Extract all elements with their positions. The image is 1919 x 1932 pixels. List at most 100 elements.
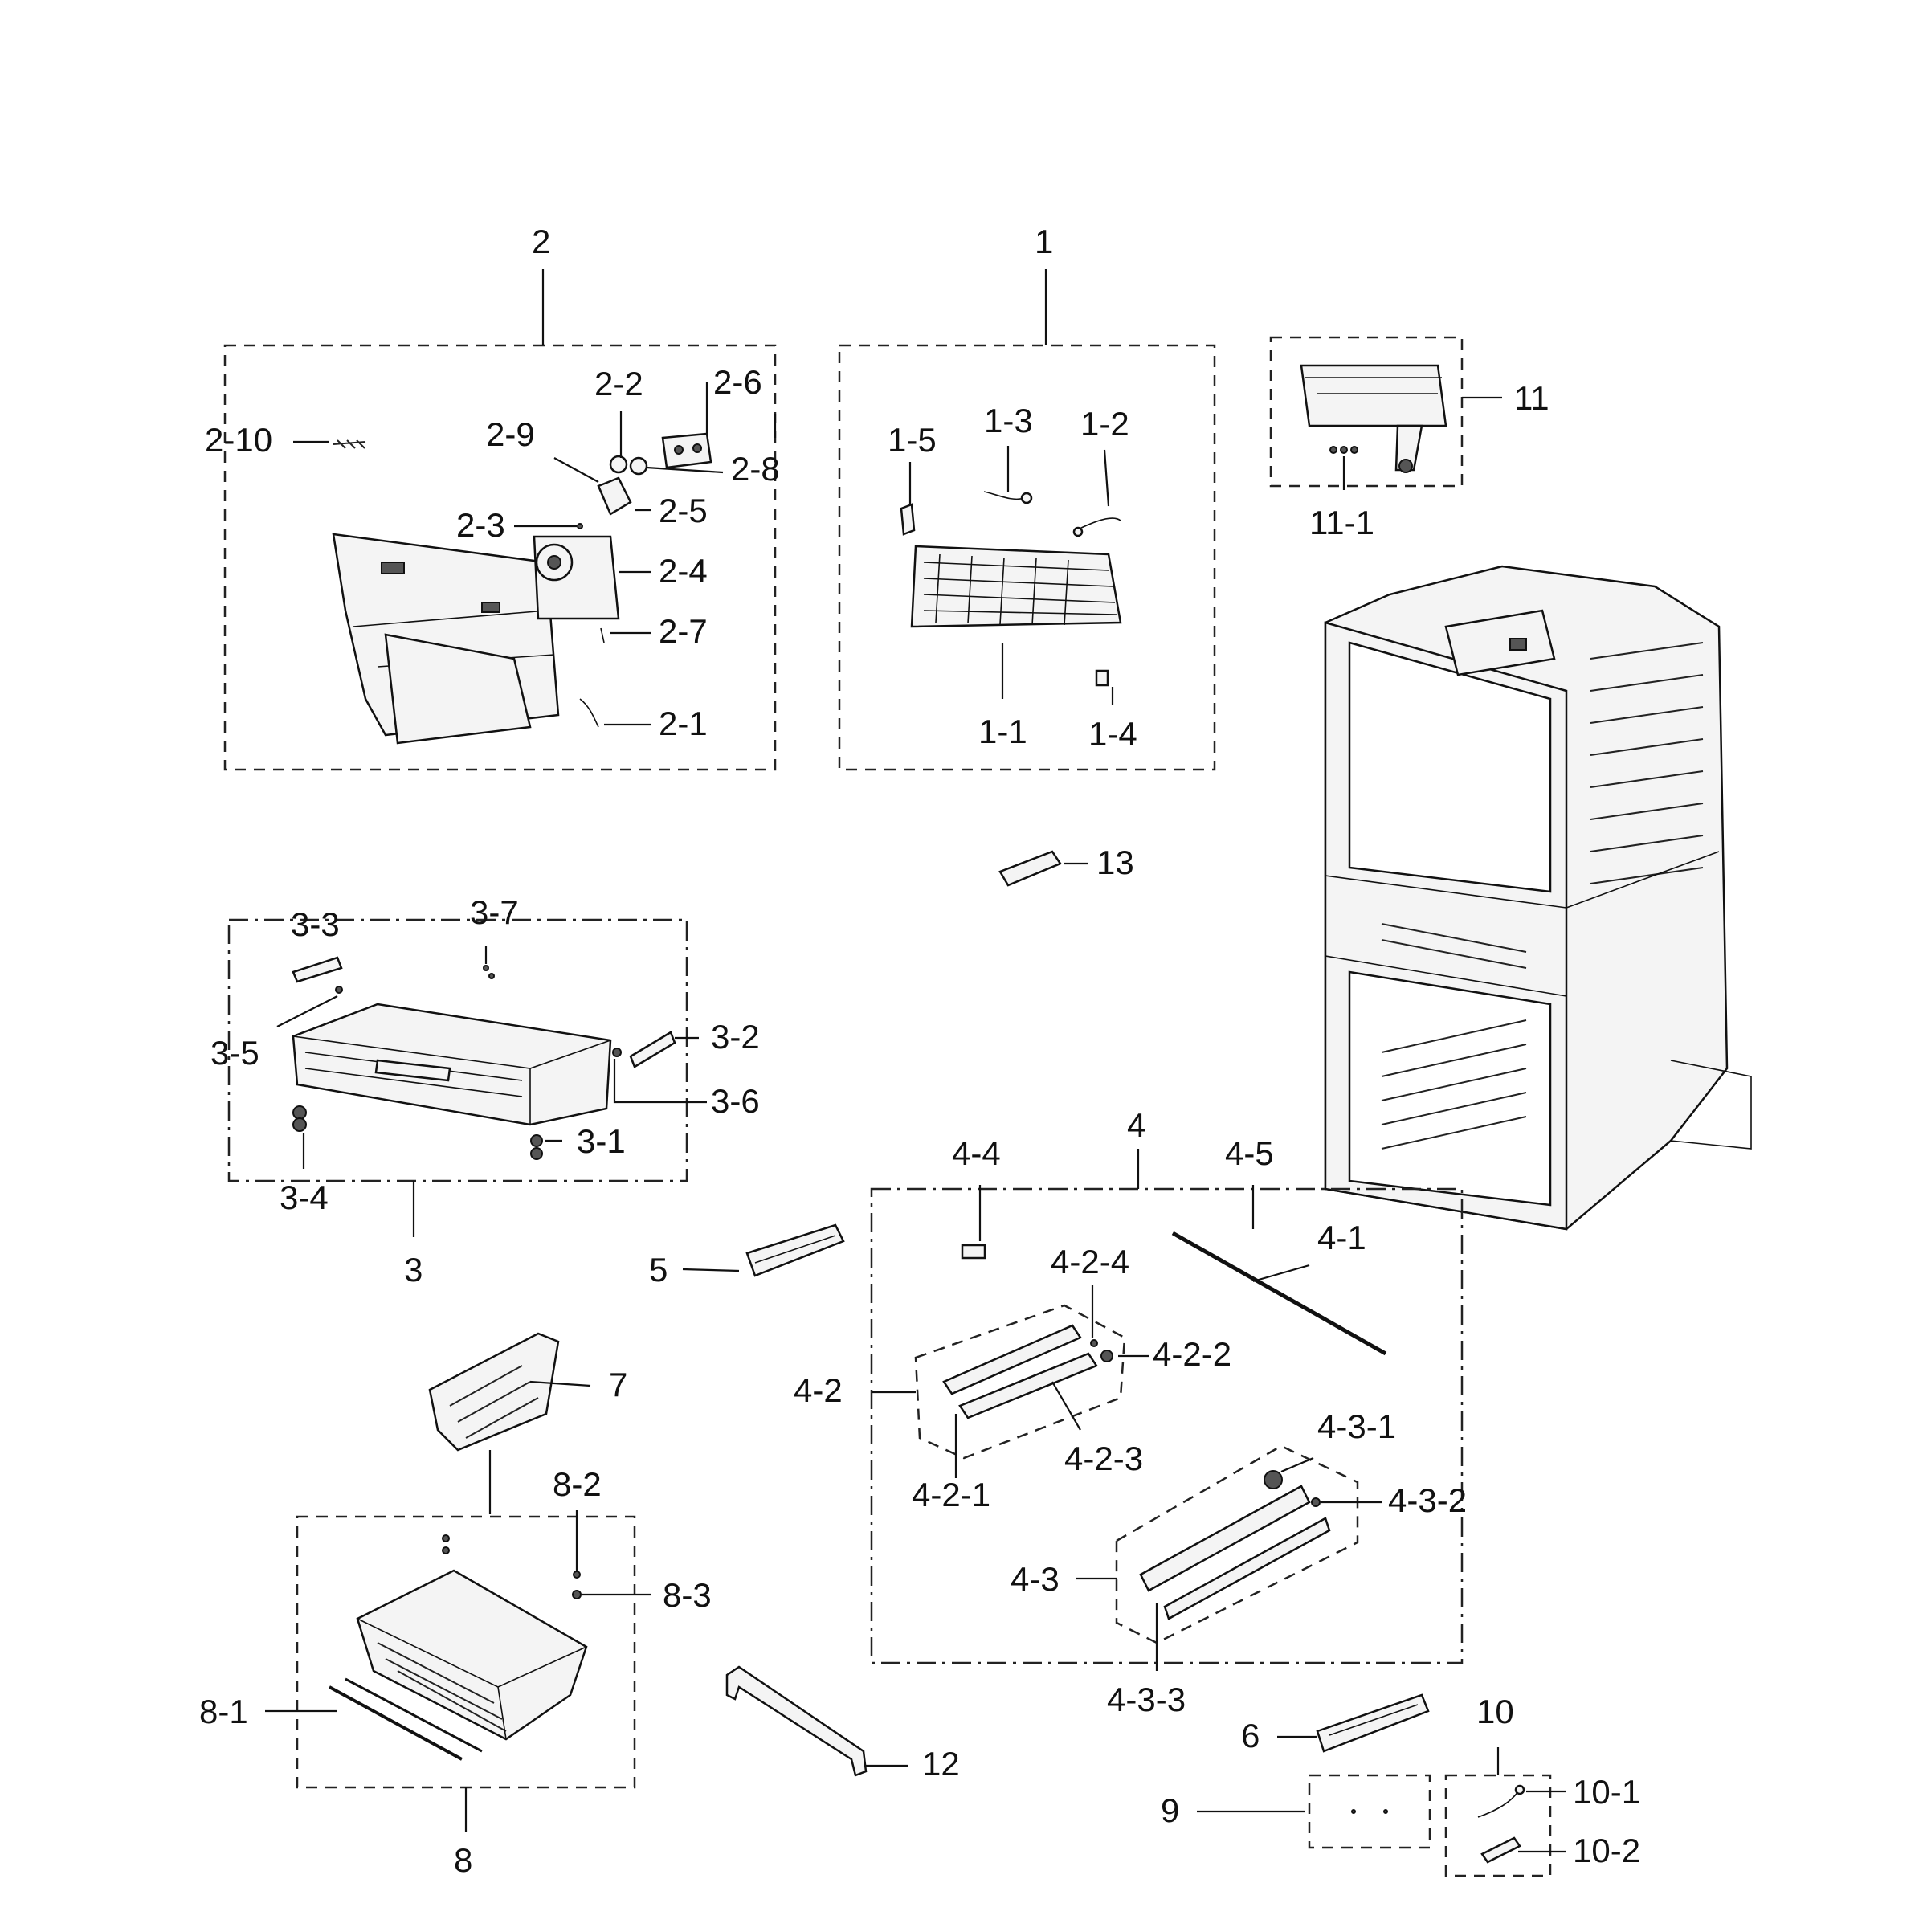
- part-11-1: [1329, 446, 1337, 454]
- group-3-assembly: [227, 918, 707, 1237]
- label-7: 7: [609, 1366, 627, 1403]
- label-13: 13: [1096, 843, 1134, 881]
- label-8-2: 8-2: [553, 1465, 602, 1503]
- part-12: [725, 1665, 868, 1777]
- part-11: [1300, 364, 1447, 427]
- part-9: [1308, 1774, 1431, 1849]
- label-5: 5: [649, 1251, 668, 1289]
- label-4-2-2: 4-2-2: [1153, 1335, 1231, 1373]
- label-3-3: 3-3: [291, 905, 340, 943]
- label-2-7: 2-7: [659, 612, 708, 650]
- label-3-6: 3-6: [711, 1082, 760, 1120]
- label-2: 2: [532, 223, 550, 260]
- label-1-4: 1-4: [1088, 715, 1137, 753]
- label-4-3-2: 4-3-2: [1388, 1481, 1467, 1519]
- label-3-7: 3-7: [470, 893, 519, 931]
- label-4-1: 4-1: [1317, 1219, 1366, 1256]
- part-5: [745, 1223, 845, 1277]
- part-7: [428, 1332, 560, 1452]
- part-8-3: [572, 1590, 582, 1599]
- part-10-2: [1480, 1836, 1521, 1864]
- part-4-2-3: [958, 1352, 1098, 1419]
- part-1-4: [1095, 669, 1109, 687]
- part-8-basket: [356, 1569, 588, 1741]
- part-4-2-1: [942, 1324, 1082, 1395]
- group-4-assembly: [870, 1149, 1464, 1671]
- label-10-1: 10-1: [1573, 1773, 1640, 1811]
- part-6-group: [1277, 1693, 1430, 1753]
- part-1-3: [983, 491, 1025, 500]
- part-3-1: [530, 1134, 543, 1147]
- part-2-7: [600, 627, 605, 643]
- label-2-6: 2-6: [713, 363, 762, 401]
- part-3-3: [292, 956, 343, 983]
- part-4-4: [961, 1244, 986, 1260]
- callout-labels: 2 1 2-2 2-6 2-10 2-9 2-8 2-5 2-3 2-4 2-7…: [199, 223, 1640, 1879]
- label-9: 9: [1161, 1791, 1179, 1829]
- part-13: [998, 850, 1062, 887]
- part-4-3-1: [1264, 1470, 1283, 1489]
- label-1-1: 1-1: [978, 713, 1027, 750]
- part-2-8: [629, 456, 648, 476]
- part-3-drawer: [292, 1003, 612, 1126]
- label-2-3: 2-3: [456, 506, 505, 544]
- label-4: 4: [1127, 1106, 1145, 1144]
- label-4-2-3: 4-2-3: [1064, 1440, 1143, 1477]
- group-10-assembly: [1444, 1747, 1566, 1877]
- part-3-5: [335, 986, 343, 994]
- label-4-3: 4-3: [1011, 1560, 1060, 1598]
- part-2-10: [333, 439, 366, 449]
- refrigerator-cabinet: [1324, 565, 1752, 1231]
- part-1-5: [900, 503, 916, 536]
- label-2-1: 2-1: [659, 705, 708, 742]
- part-1-2: [1076, 517, 1121, 531]
- label-12: 12: [922, 1745, 960, 1783]
- part-3-7: [483, 965, 489, 971]
- part-10-1: [1477, 1791, 1519, 1818]
- part-4-3-2: [1311, 1497, 1321, 1507]
- label-4-4: 4-4: [952, 1134, 1001, 1172]
- part-4-2-2: [1100, 1350, 1113, 1362]
- part-6: [1316, 1693, 1430, 1753]
- group-11-assembly: [1269, 336, 1502, 490]
- part-4-1: [1171, 1231, 1387, 1356]
- part-3-6: [612, 1048, 622, 1057]
- label-10-2: 10-2: [1573, 1832, 1640, 1869]
- label-2-8: 2-8: [731, 450, 780, 488]
- label-1-3: 1-3: [984, 402, 1033, 439]
- label-4-2-1: 4-2-1: [912, 1476, 990, 1513]
- label-1: 1: [1035, 223, 1053, 260]
- label-3: 3: [404, 1251, 423, 1289]
- label-3-1: 3-1: [577, 1122, 626, 1160]
- part-3-4: [292, 1105, 307, 1120]
- label-2-9: 2-9: [486, 415, 535, 453]
- part-2-1: [579, 698, 599, 728]
- group-1-assembly: [838, 269, 1216, 771]
- label-2-5: 2-5: [659, 492, 708, 529]
- label-3-4: 3-4: [280, 1178, 329, 1216]
- label-3-2: 3-2: [711, 1018, 760, 1056]
- part-12-group: [725, 1665, 908, 1777]
- part-13-group: [998, 850, 1088, 887]
- label-4-2-4: 4-2-4: [1051, 1243, 1129, 1281]
- label-2-10: 2-10: [205, 421, 272, 459]
- group-2-assembly: [223, 269, 777, 771]
- label-1-5: 1-5: [888, 421, 937, 459]
- label-11-1: 11-1: [1309, 504, 1374, 541]
- part-7-group: [428, 1332, 591, 1514]
- part-2-5: [597, 476, 632, 516]
- label-3-5: 3-5: [210, 1034, 259, 1072]
- group-8-assembly: [265, 1510, 651, 1832]
- label-8: 8: [454, 1841, 472, 1879]
- label-8-3: 8-3: [663, 1576, 712, 1614]
- part-2-3: [577, 523, 583, 529]
- label-6: 6: [1241, 1717, 1260, 1754]
- part-2-6: [661, 432, 712, 469]
- part-8-2: [573, 1571, 581, 1579]
- part-5-group: [682, 1223, 845, 1277]
- part-4-2-4: [1090, 1339, 1098, 1347]
- label-4-3-3: 4-3-3: [1107, 1681, 1186, 1718]
- part-8-1: [329, 1685, 463, 1761]
